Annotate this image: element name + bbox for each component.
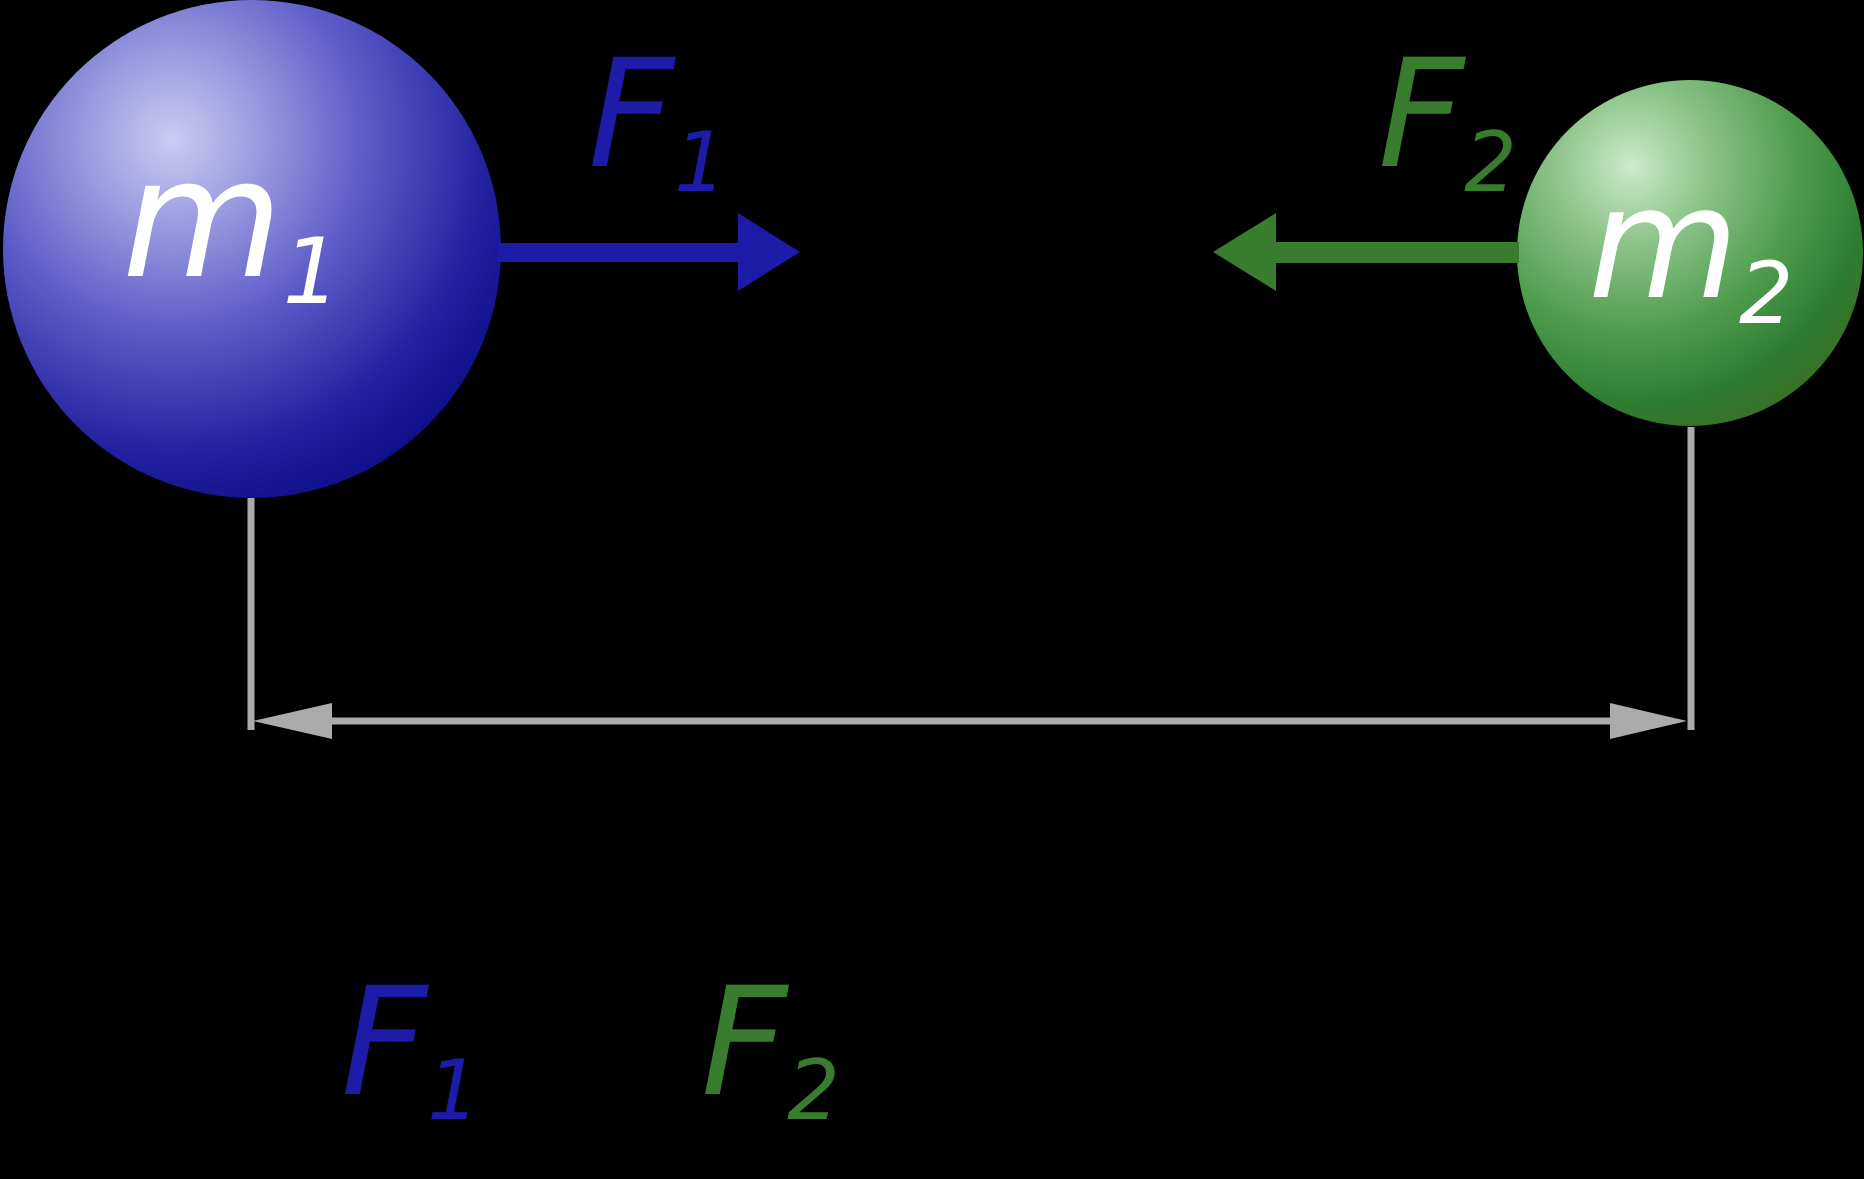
equation-f2-label: F2 bbox=[701, 968, 840, 1132]
equation-f2-subscript: 2 bbox=[787, 1042, 840, 1139]
equation-f2-letter: F bbox=[701, 956, 788, 1130]
mass-m2-label: m2 bbox=[1588, 166, 1793, 337]
m2-subscript: 2 bbox=[1739, 244, 1794, 344]
force-f2-arrow-icon bbox=[1213, 213, 1519, 291]
force-f2-label: F2 bbox=[1378, 40, 1517, 204]
mass-m2-sphere bbox=[1517, 80, 1863, 426]
force-f1-label: F1 bbox=[588, 40, 727, 204]
equation-f1-letter: F bbox=[341, 956, 428, 1130]
equation-f1-label: F1 bbox=[341, 968, 480, 1132]
distance-marker-lines bbox=[247, 427, 1695, 730]
distance-double-arrow-icon bbox=[253, 703, 1687, 739]
f1-letter: F bbox=[588, 28, 675, 202]
m2-letter: m bbox=[1588, 153, 1739, 334]
f2-letter: F bbox=[1378, 28, 1465, 202]
m1-letter: m bbox=[122, 123, 283, 315]
force-f1-arrow-icon bbox=[498, 213, 800, 291]
mass-m1-sphere bbox=[3, 0, 501, 498]
equation-f1-subscript: 1 bbox=[427, 1042, 480, 1139]
mass-m1-label: m1 bbox=[122, 137, 340, 319]
f1-subscript: 1 bbox=[674, 114, 727, 211]
f2-subscript: 2 bbox=[1464, 114, 1517, 211]
m1-subscript: 1 bbox=[282, 220, 341, 326]
